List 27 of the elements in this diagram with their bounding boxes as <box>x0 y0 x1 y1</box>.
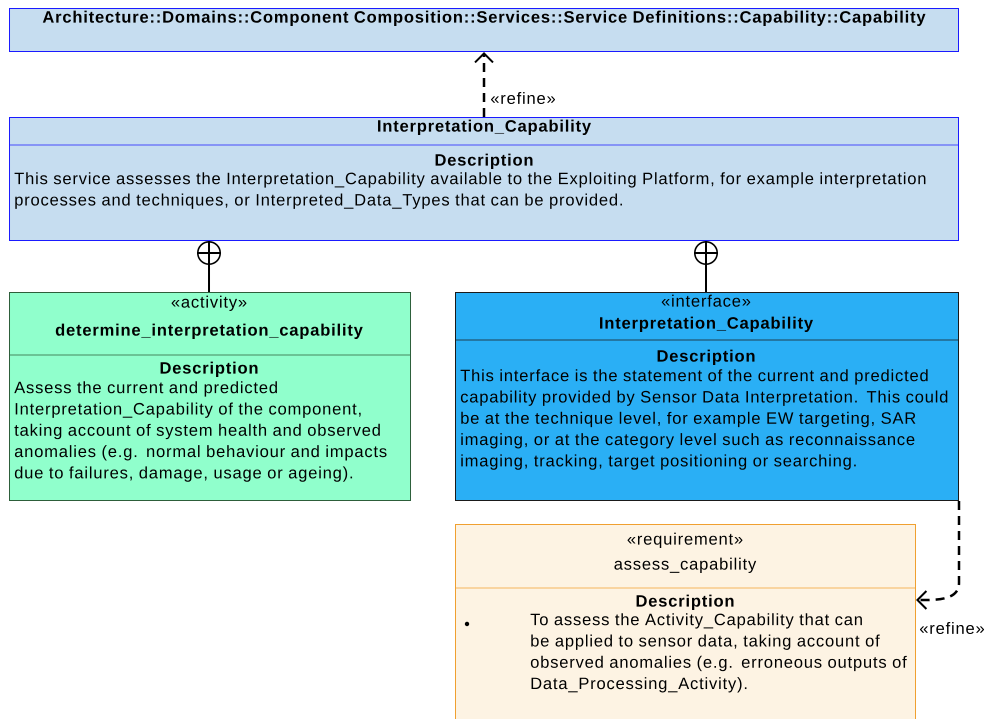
description-text: Assess the current and predicted Interpretation_Capability of the component, taking account of system health and observed anomalies (e.g. normal behaviour and impacts due to failures, damage, usage or ageing). <box>14 381 387 482</box>
refine-arrow <box>916 501 960 610</box>
refine-arrow <box>474 52 494 117</box>
section-heading: Description <box>636 594 734 610</box>
box-title: Architecture::Domains::Component Composition::Services::Service Definitions::Capability::Capability <box>42 10 926 26</box>
description-text: This service assesses the Interpretation_Capability available to the Exploiting Platform, for example interpretation processes and techniques, or Interpreted_Data_Types that can be provided. <box>14 172 926 209</box>
edge-label: «refine» <box>490 91 556 105</box>
box-title: Interpretation_Capability <box>600 316 813 332</box>
section-heading: Description <box>436 154 532 170</box>
box-title: determine_interpretation_capability <box>56 324 363 340</box>
stereotype-label: «activity» <box>172 296 246 312</box>
stereotype-label: «interface» <box>662 294 750 307</box>
box-title: Interpretation_Capability <box>378 120 591 136</box>
section-heading: Description <box>160 362 258 378</box>
containment-line <box>196 240 222 293</box>
description-text: This interface is the statement of the current and predicted capability provided by Sensor Data Interpretation. This could be at the technique level, for example EW targeting, SAR imaging, or at the category level such as reconnaissance imaging, tracking, target positioning or searching. <box>460 369 948 470</box>
class-box <box>8 117 959 241</box>
box-title: assess_capability <box>614 558 756 574</box>
class-box <box>454 292 959 501</box>
section-heading: Description <box>658 350 754 366</box>
edge-label: «refine» <box>918 621 986 635</box>
class-box <box>9 8 959 52</box>
description-text: To assess the Activity_Capability that can be applied to sensor data, taking account of observed anomalies (e.g. erroneous outputs of Data_Processing_Activity). <box>530 613 907 692</box>
containment-line <box>693 240 719 293</box>
stereotype-label: «requirement» <box>628 532 742 548</box>
class-box <box>8 292 411 501</box>
class-box <box>454 524 916 719</box>
